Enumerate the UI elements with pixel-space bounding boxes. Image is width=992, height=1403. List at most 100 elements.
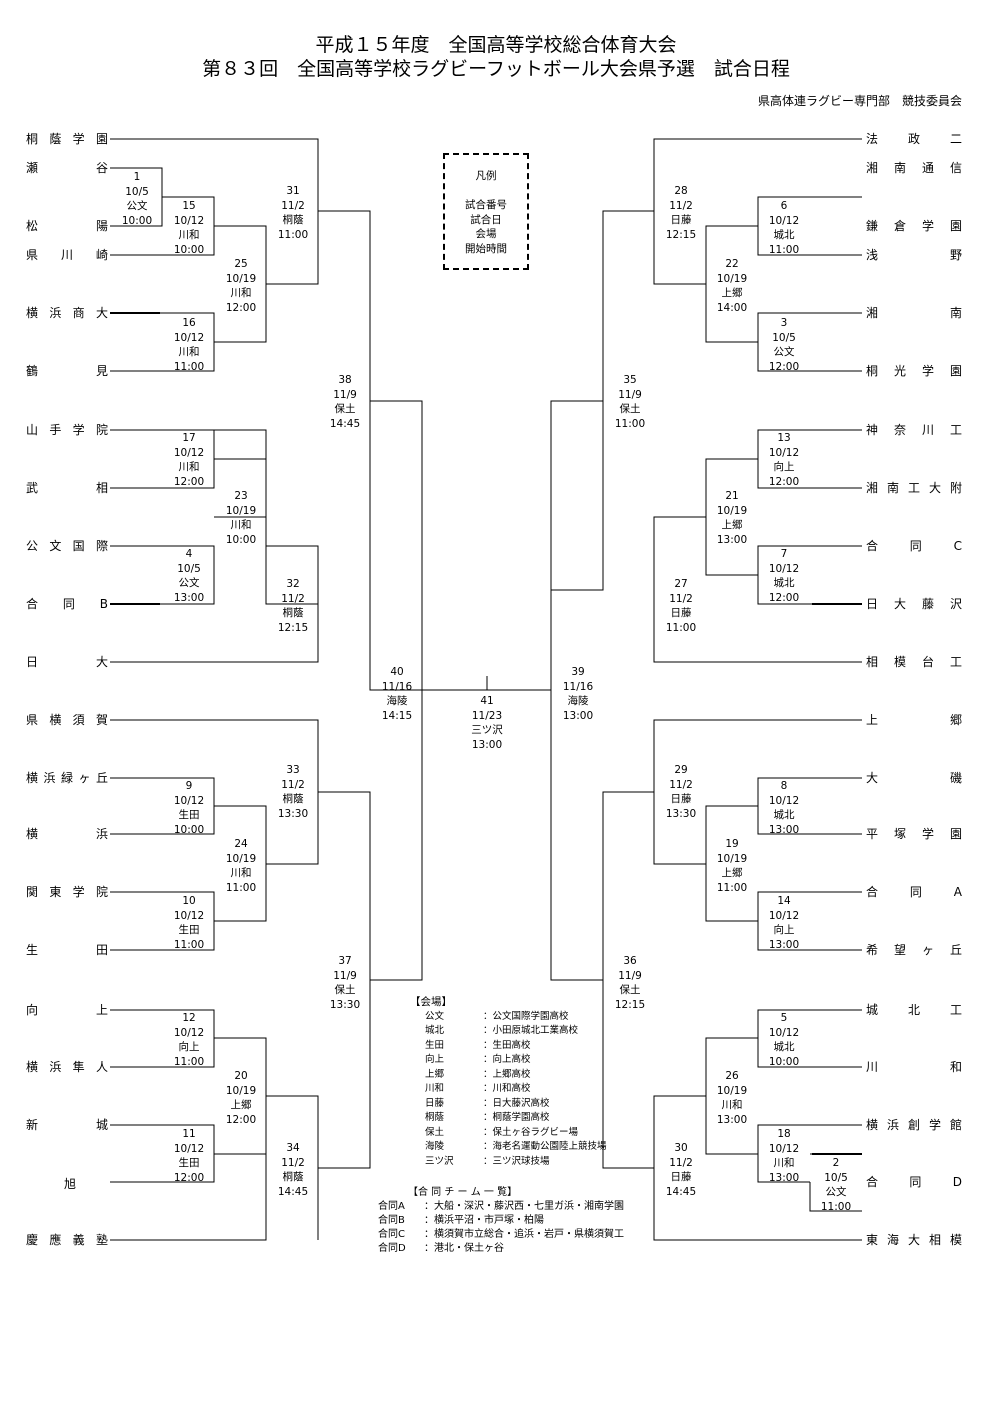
right-team: 横浜創学館 (866, 1118, 962, 1132)
match-15: 15 10/12 川和 10:00 (173, 200, 205, 256)
right-team: 大磯 (866, 771, 962, 785)
right-team: 東海大相模 (866, 1233, 962, 1247)
match-13: 13 10/12 向上 12:00 (768, 432, 800, 488)
venue-row: 生田：生田高校 (410, 1039, 607, 1054)
right-team: 湘南工大附 (866, 481, 962, 495)
right-team: 希望ヶ丘 (866, 943, 962, 957)
joint-team-list: 【合 同 チ ー ム 一 覧】 合同A：大船・深沢・藤沢西・七里ガ浜・湘南学園合… (378, 1186, 624, 1256)
joint-row: 合同D：港北・保土ヶ谷 (378, 1242, 624, 1256)
left-team: 関東学院 (26, 885, 108, 899)
match-17: 17 10/12 川和 12:00 (173, 432, 205, 488)
right-team: 神奈川工 (866, 423, 962, 437)
venue-list: 【会場】 公文：公文国際学園高校城北：小田原城北工業高校生田：生田高校向上：向上… (410, 995, 607, 1169)
match-21: 21 10/19 上郷 13:00 (716, 490, 748, 546)
venue-row: 保土：保土ヶ谷ラグビー場 (410, 1126, 607, 1141)
left-team: 横浜隼人 (26, 1060, 108, 1074)
venue-value: ：三ツ沢球技場 (483, 1155, 550, 1167)
match-30: 30 11/2 日藤 14:45 (665, 1142, 697, 1198)
match-1: 1 10/5 公文 10:00 (121, 171, 153, 227)
match-8: 8 10/12 城北 13:00 (768, 780, 800, 836)
match-27: 27 11/2 日藤 11:00 (665, 578, 697, 634)
venue-value: ：向上高校 (483, 1054, 531, 1065)
venue-value: ：川和高校 (483, 1083, 531, 1094)
bracket-line (214, 225, 267, 343)
joint-row: 合同B：横浜平沼・市戸塚・柏陽 (378, 1214, 624, 1228)
bracket-line (705, 805, 758, 922)
match-9: 9 10/12 生田 10:00 (173, 780, 205, 836)
venue-row: 桐蔭：桐蔭学園高校 (410, 1111, 607, 1126)
left-team: 山手学院 (26, 423, 108, 437)
bracket-line (757, 312, 862, 372)
venue-row: 城北 ：小田原城北工業高校 (410, 1024, 607, 1039)
right-team: 川和 (866, 1060, 962, 1074)
match-40: 40 11/16 海陵 14:15 (381, 666, 413, 722)
left-team: 鶴見 (26, 364, 108, 378)
bracket-line (318, 210, 422, 691)
match-29: 29 11/2 日藤 13:30 (665, 764, 697, 820)
match-39: 39 11/16 海陵 13:00 (562, 666, 594, 722)
bracket-line (266, 1095, 319, 1240)
match-24: 24 10/19 川和 11:00 (225, 838, 257, 894)
right-team: 鎌倉学園 (866, 219, 962, 233)
joint-key: 合同D (378, 1243, 406, 1254)
match-5: 5 10/12 城北 10:00 (768, 1012, 800, 1068)
match-22: 22 10/19 上郷 14:00 (716, 258, 748, 314)
bracket-line (602, 791, 654, 1169)
match-38: 38 11/9 保土 14:45 (329, 374, 361, 430)
joint-value: ：横浜平沼・市戸塚・柏陽 (424, 1215, 544, 1226)
match-25: 25 10/19 川和 12:00 (225, 258, 257, 314)
match-35: 35 11/9 保土 11:00 (614, 374, 646, 430)
bracket-line (318, 791, 371, 1169)
match-14: 14 10/12 向上 13:00 (768, 895, 800, 951)
venue-key: 川和 (425, 1083, 445, 1094)
venue-value: ：日大藤沢高校 (483, 1097, 550, 1109)
match-31: 31 11/2 桐蔭 11:00 (277, 185, 309, 241)
match-6: 6 10/12 城北 11:00 (768, 200, 800, 256)
match-41: 41 11/23 三ツ沢 13:00 (471, 695, 503, 751)
left-team: 横浜緑ヶ丘 (26, 771, 108, 785)
joint-row: 合同A：大船・深沢・藤沢西・七里ガ浜・湘南学園 (378, 1200, 624, 1214)
right-team: 湘南 (866, 306, 962, 320)
venue-key: 公文 (425, 1010, 445, 1022)
organizer: 県高体連ラグビー専門部 競技委員会 (757, 94, 962, 108)
venue-key: 日藤 (425, 1097, 445, 1109)
bracket-line (110, 545, 215, 605)
venue-key: 城北 (425, 1025, 445, 1036)
match-18: 18 10/12 川和 13:00 (768, 1128, 800, 1184)
right-team: 上郷 (866, 713, 962, 727)
venue-key: 上郷 (425, 1068, 445, 1080)
venue-row: 三ツ沢 ：三ツ沢球技場 (410, 1155, 607, 1170)
right-team: 城北工 (866, 1003, 962, 1017)
match-23: 23 10/19 川和 10:00 (225, 490, 257, 546)
venue-row: 海陵：海老名運動公園陸上競技場 (410, 1140, 607, 1155)
match-32: 32 11/2 桐蔭 12:15 (277, 578, 309, 634)
left-team: 武相 (26, 481, 108, 495)
bracket-line (110, 1037, 267, 1241)
venue-key: 向上 (425, 1054, 445, 1065)
bracket-line (110, 312, 215, 372)
title-line-2: 第８３回 全国高等学校ラグビーフットボール大会県予選 試合日程 (202, 58, 790, 80)
bracket-line (757, 545, 862, 605)
venue-key: 生田 (425, 1039, 445, 1051)
match-20: 20 10/19 上郷 12:00 (225, 1070, 257, 1126)
venue-value: ：上郷高校 (483, 1068, 531, 1080)
left-team: 松陽 (26, 219, 108, 233)
left-team: 公文国際 (26, 539, 108, 553)
venue-row: 公文 ：公文国際学園高校 (410, 1010, 607, 1025)
left-team: 旭 (63, 1177, 76, 1191)
match-28: 28 11/2 日藤 12:15 (665, 185, 697, 241)
venue-value: ：公文国際学園高校 (483, 1010, 569, 1022)
right-team: 相模台工 (866, 655, 962, 669)
venue-value: ：桐蔭学園高校 (483, 1112, 550, 1123)
right-team: 浅野 (866, 248, 962, 262)
venue-value: ：小田原城北工業高校 (483, 1025, 579, 1036)
bracket-line (550, 400, 603, 981)
bracket-line (110, 891, 215, 951)
venue-row: 上郷 ：上郷高校 (410, 1068, 607, 1083)
venue-key: 三ツ沢 (425, 1155, 454, 1167)
match-12: 12 10/12 向上 11:00 (173, 1012, 205, 1068)
left-team: 横浜 (26, 827, 108, 841)
match-33: 33 11/2 桐蔭 13:30 (277, 764, 309, 820)
venue-row: 川和 ：川和高校 (410, 1082, 607, 1097)
